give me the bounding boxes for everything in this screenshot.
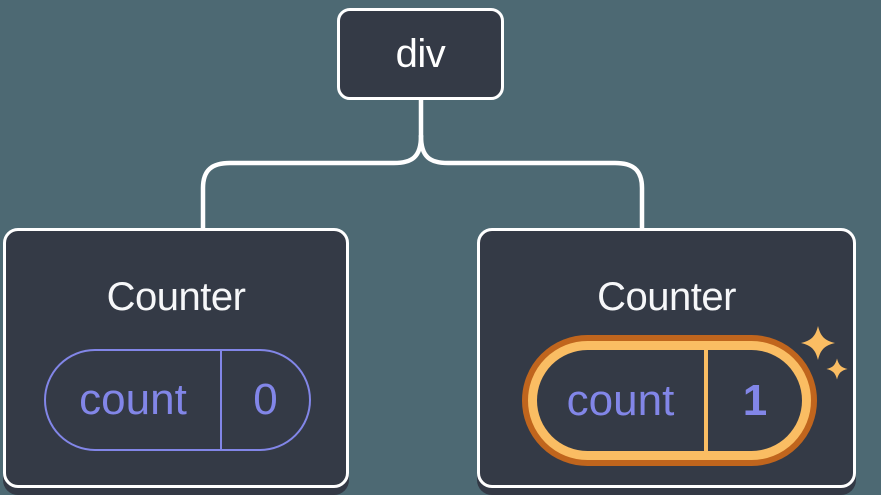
counter-node-updated: Counter count 1 — [477, 228, 856, 488]
root-node-label: div — [395, 31, 446, 76]
state-label: count — [566, 375, 675, 425]
state-label: count — [79, 375, 187, 424]
counter-node-unchanged: Counter count 0 — [3, 228, 349, 488]
sparkle-small — [826, 358, 848, 380]
counter-title: Counter — [597, 275, 736, 319]
connector-right-branch — [418, 133, 645, 232]
state-value: 1 — [742, 375, 768, 425]
state-pill: count 0 — [44, 349, 311, 451]
connector-left-branch — [200, 133, 424, 232]
sparkle-large — [801, 326, 835, 360]
root-node-div: div — [337, 8, 504, 100]
state-value: 0 — [253, 375, 278, 424]
counter-title: Counter — [106, 275, 246, 319]
pill-divider — [704, 350, 708, 451]
pill-divider — [220, 351, 222, 449]
state-pill-highlight-ring: count 1 — [522, 335, 817, 466]
state-pill: count 1 — [537, 350, 802, 451]
